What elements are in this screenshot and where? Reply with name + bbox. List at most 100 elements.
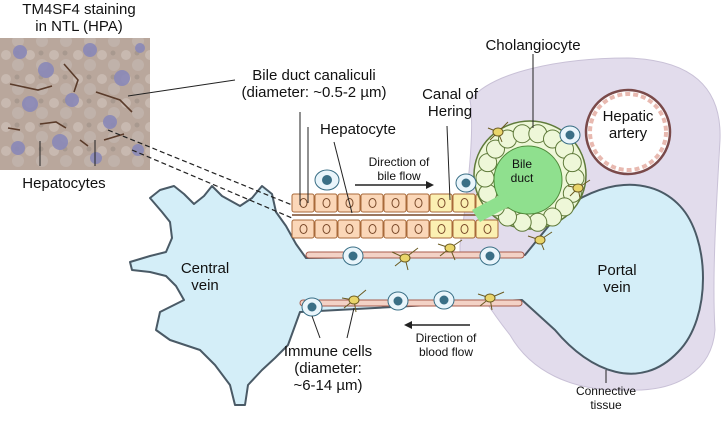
hepatocyte-cell [360,219,384,239]
blood-flow-line2: blood flow [418,345,474,359]
hepatic-artery [584,88,672,176]
blood-flow-arrow [404,321,470,329]
hepatocyte-cell [291,219,315,239]
stellate-cell [341,289,367,313]
leader-lines [127,54,607,383]
portal-vein-label: Portal vein [582,262,652,296]
immune-cell [559,125,581,145]
canal-of-hering-line2: Hering [427,103,473,120]
immune-cells [301,125,581,317]
stellate-cells [341,121,591,313]
blood-flow-label: Direction of blood flow [406,331,486,359]
canal-of-hering-line1: Canal of [422,86,478,103]
connective-tissue-label: Connective tissue [570,384,642,412]
bile-duct-lumen [493,145,563,215]
cholangiocyte-ring [475,124,585,232]
immune-cell [433,290,455,310]
zoom-lines [107,129,293,219]
immune-cells-label: Immune cells (diameter: ~6-14 µm) [272,343,384,394]
bile-flow-arrow [355,181,434,189]
bile-canaliculi-line2: (diameter: ~0.5-2 µm) [241,84,387,101]
immune-cell [479,246,501,266]
hepatocyte-cell [314,193,338,213]
hepatocyte-nucleus [368,224,377,234]
hepatocyte-cell [452,193,476,213]
micrograph-title-line2: in NTL (HPA) [35,18,123,35]
hepatocyte-cell [360,193,384,213]
stellate-cell [567,179,591,199]
immune-cells-line2: (diameter: [294,360,362,377]
bile-canaliculi-line1: Bile duct canaliculi [252,67,376,84]
hepatocyte-nucleus [414,224,423,234]
hepatocyte-cell [429,219,453,239]
bile-duct-line2: duct [510,171,534,185]
bile-duct-label: Bile duct [502,157,542,185]
bile-duct-line1: Bile [511,157,532,171]
hepatocyte-cell [429,193,453,213]
portal-vein-line2: vein [603,279,631,296]
central-vein-label: Central vein [170,260,240,294]
hepatocyte-nucleus [483,224,492,234]
cholangiocyte-cell [562,153,582,173]
hepatic-artery-line1: Hepatic [602,108,654,125]
central-vein-line1: Central [180,260,230,277]
stellate-cell [487,121,509,143]
bile-flow-line2: bile flow [377,169,421,183]
portal-vein-line1: Portal [597,262,637,279]
immune-cells-line3: ~6-14 µm) [293,377,363,394]
hepatocyte-nucleus [391,224,400,234]
hepatocyte-nucleus [368,198,377,208]
hepatocyte-nucleus [414,198,423,208]
hepatocyte-cell [291,193,315,213]
hepatocyte-nucleus [460,198,469,208]
hepatocyte-cell [475,219,499,239]
hepatocyte-cell [383,193,407,213]
bile-flow-line1: Direction of [368,155,430,169]
bile-canaliculi-label: Bile duct canaliculi (diameter: ~0.5-2 µ… [234,67,394,101]
hepatocyte-cell [337,219,361,239]
immune-cell [314,169,340,191]
central-vein-line2: vein [191,277,219,294]
micrograph-panel [0,38,150,170]
connective-tissue-line2: tissue [590,398,622,412]
canal-of-hering-label: Canal of Hering [418,86,482,120]
blood-flow-line1: Direction of [415,331,477,345]
stellate-cell [391,247,419,271]
stellate-cell [527,231,553,251]
hepatocyte-cell [406,193,430,213]
hepatocyte-plate [291,193,499,239]
micrograph-nuclei [11,43,145,164]
hepatocyte-cell [406,219,430,239]
immune-cell [301,297,323,317]
hepatocyte-cell [452,219,476,239]
hepatocyte-label: Hepatocyte [320,121,396,138]
hepatocyte-nucleus [460,224,469,234]
hepatocyte-cell [314,219,338,239]
hepatocytes-label: Hepatocytes [22,175,106,192]
hepatic-artery-label: Hepatic artery [596,108,660,142]
canal-of-hering-lumen [472,192,512,222]
hepatocyte-nucleus [322,224,331,234]
blood-vessel [129,183,704,406]
bile-flow-label: Direction of bile flow [360,155,438,183]
bile-duct [472,120,587,232]
hepatocyte-nucleus [299,224,308,234]
stellate-cell [477,291,505,311]
hepatocyte-nucleus [437,198,446,208]
immune-cells-line1: Immune cells [283,343,373,360]
hepatocyte-nucleus [437,224,446,234]
hepatocyte-nucleus [322,198,331,208]
immune-cell [387,291,409,311]
micrograph-title: TM4SF4 staining in NTL (HPA) [5,1,153,35]
hepatocyte-nucleus [345,198,354,208]
micrograph-title-line1: TM4SF4 staining [22,1,136,18]
cholangiocyte-label: Cholangiocyte [485,37,581,54]
immune-cell [455,173,477,193]
hepatocyte-nucleus [345,224,354,234]
hepatocyte-nucleus [391,198,400,208]
immune-cell [342,246,364,266]
micrograph-canaliculi [7,63,133,147]
hepatocyte-cell [383,219,407,239]
